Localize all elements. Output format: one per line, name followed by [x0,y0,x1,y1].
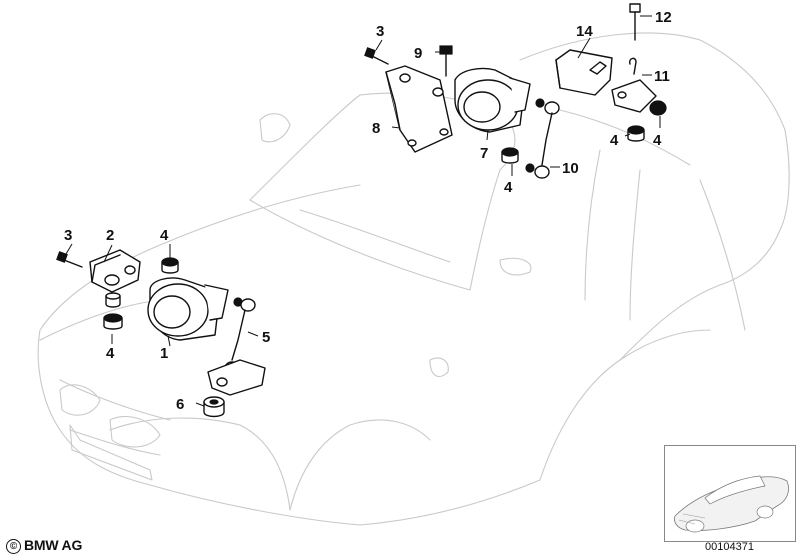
bracket-part-14-rear[interactable] [555,49,613,96]
callout-4-rear-right: 4 [653,132,662,149]
bolt-part-9-rear[interactable] [439,45,453,77]
bushing-part-4-front-lower[interactable] [103,292,123,330]
callout-6: 6 [176,396,184,413]
bracket-part-2-front[interactable] [89,249,141,293]
callout-7: 7 [480,145,488,162]
callout-4-rear-center: 4 [504,179,513,196]
holder-rear-right[interactable] [611,79,667,116]
callout-3-rear: 3 [376,23,384,40]
height-sensor-part-1-front[interactable] [147,277,229,341]
copyright-notice: ©BMW AG [6,537,82,554]
bracket-part-8-rear[interactable] [385,65,453,153]
leader-lines [65,15,661,407]
callout-2: 2 [106,227,114,244]
document-number: 00104371 [705,541,754,553]
copyright-symbol: © [6,539,21,554]
callout-12: 12 [655,9,672,26]
front-sensor-group [56,249,266,418]
callout-labels: 1 2 3 3 4 4 4 4 4 5 6 7 8 9 10 11 12 14 [64,9,672,413]
bushing-part-6-front[interactable] [203,396,225,418]
height-sensor-part-7-rear[interactable] [454,67,531,133]
callout-8: 8 [372,120,380,137]
callout-4-rear-left: 4 [610,132,619,149]
bushing-part-4-rear-right[interactable] [627,125,645,142]
linkage-part-10-rear[interactable] [525,98,560,179]
callout-1: 1 [160,345,168,362]
vehicle-thumbnail-image [674,475,789,533]
callout-4-front-lower: 4 [106,345,115,362]
callout-11: 11 [654,68,670,85]
bolt-part-3-front[interactable] [56,251,83,268]
callout-3-front: 3 [64,227,72,244]
vehicle-thumbnail [664,445,796,542]
bolt-part-3-rear[interactable] [364,47,389,65]
bolt-part-12-rear[interactable] [629,3,641,41]
callout-4-front-upper: 4 [160,227,169,244]
car-outline [37,32,790,526]
rear-sensor-group [364,3,667,179]
linkage-part-5-front[interactable] [207,297,266,396]
callout-14: 14 [576,23,593,40]
copyright-text: BMW AG [24,537,83,553]
bushing-part-4-front-upper[interactable] [161,257,179,274]
clip-part-11-rear[interactable] [628,57,637,75]
callout-5: 5 [262,329,270,346]
callout-10: 10 [562,160,579,177]
callout-9: 9 [414,45,422,62]
bushing-part-4-rear-center[interactable] [501,147,519,164]
